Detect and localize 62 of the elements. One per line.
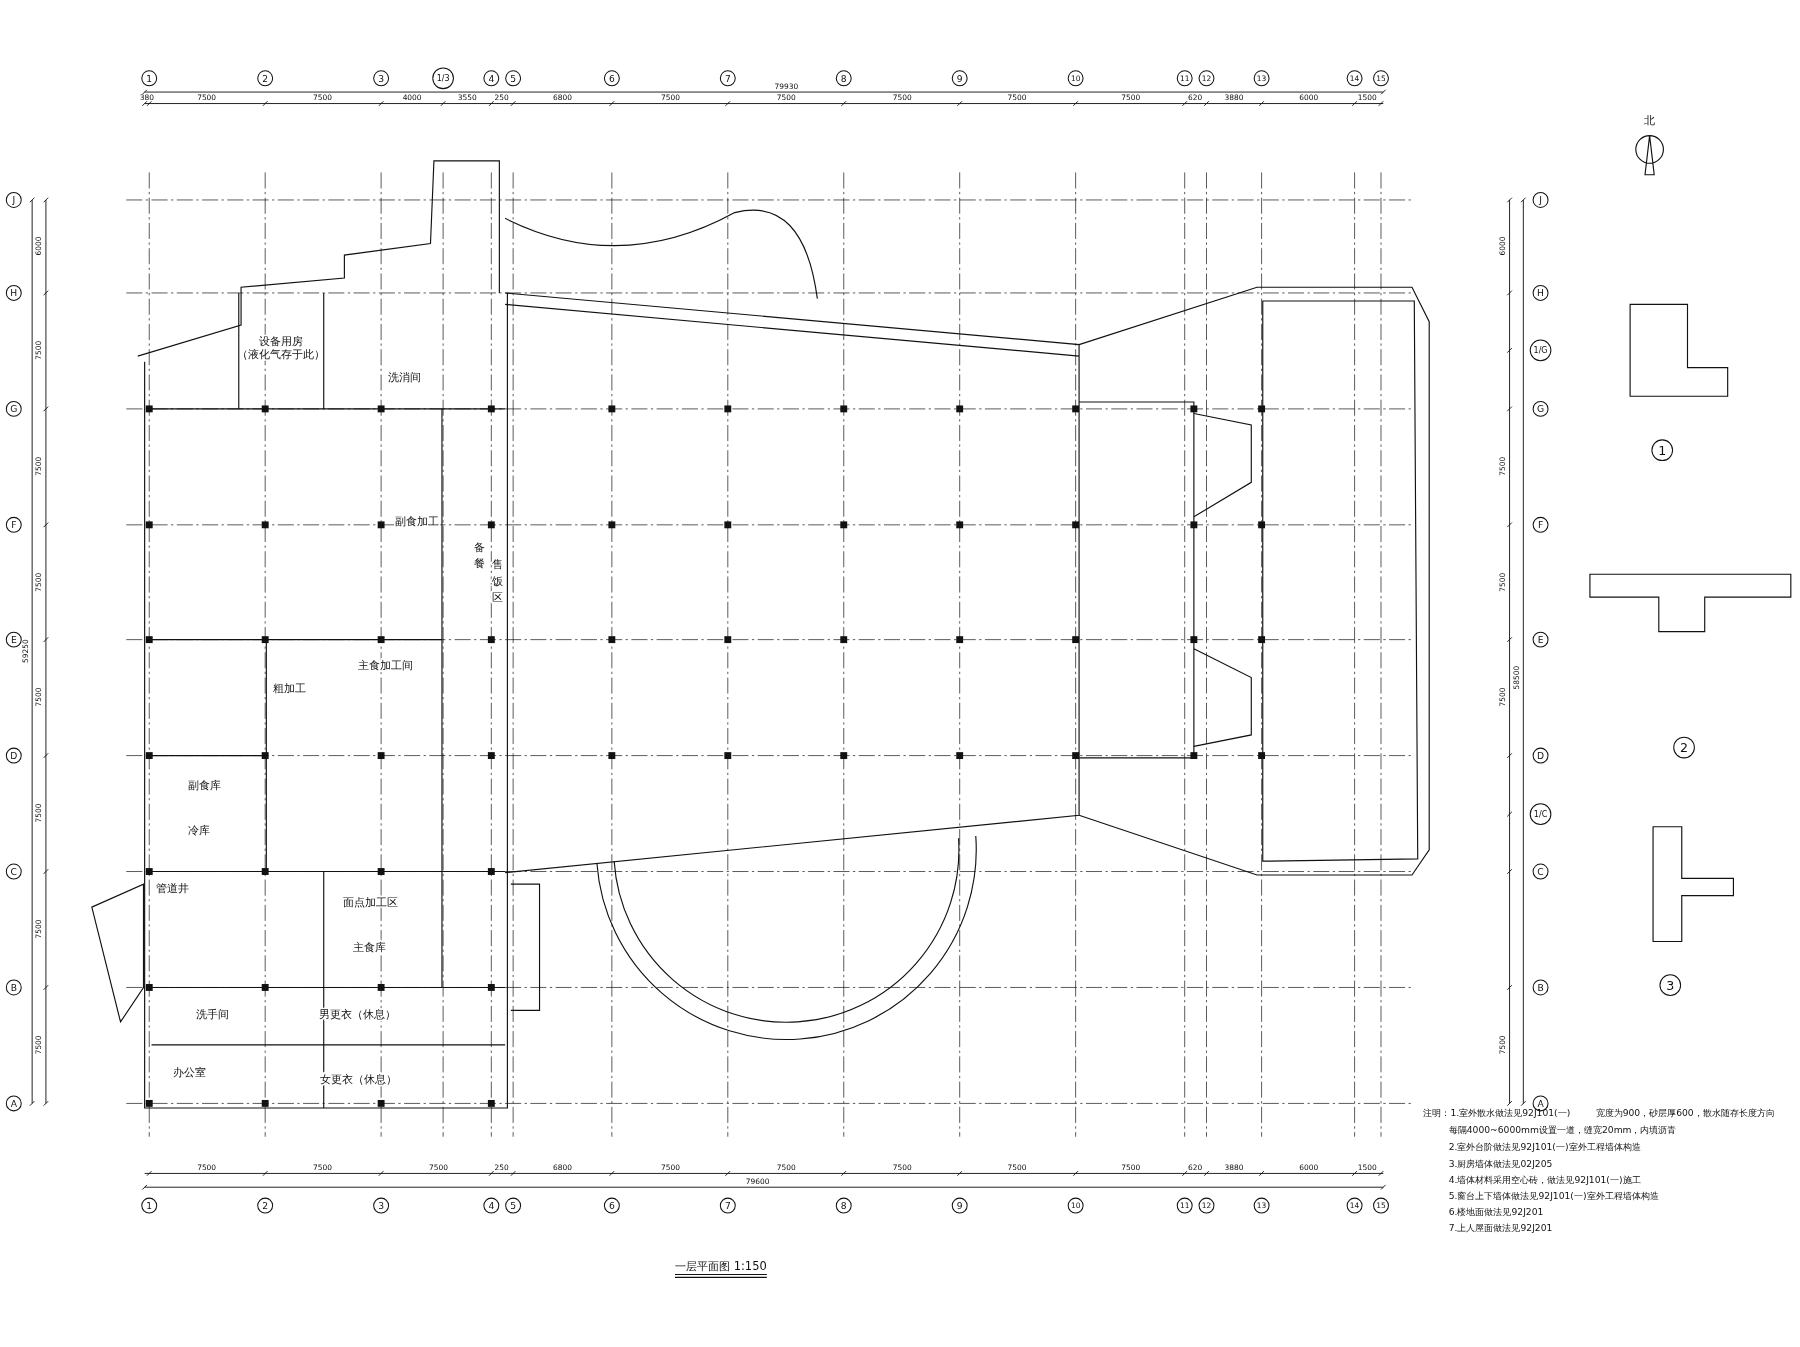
axis-bubble: 1 — [141, 70, 158, 87]
axis-bubble: 9 — [951, 70, 968, 87]
axis-bubble: E — [5, 631, 22, 648]
axis-bubble: J — [5, 192, 22, 208]
axis-bubble: 3 — [373, 70, 390, 87]
axis-bubble: 6 — [603, 1197, 620, 1214]
detail-number: 2 — [1673, 736, 1695, 759]
axis-bubble: F — [5, 516, 22, 533]
north-label: 北 — [1644, 113, 1656, 128]
axis-bubble: 8 — [835, 1197, 852, 1214]
axis-bubble: 6 — [603, 70, 620, 87]
axis-bubble: 5 — [505, 70, 522, 87]
axis-bubble: G — [1532, 400, 1549, 417]
room-label: 管道井 — [155, 881, 189, 896]
note-text: 2.室外台阶做法见92J101(一)室外工程墙体构造 — [1448, 1141, 1641, 1153]
room-label: 面点加工区 — [343, 894, 399, 909]
axis-bubble: 2 — [257, 70, 274, 87]
room-label: 粗加工 — [272, 681, 306, 696]
room-label: 洗消间 — [387, 370, 421, 385]
note-text: 4.墙体材料采用空心砖，做法见92J101(一)施工 — [1448, 1173, 1641, 1185]
axis-bubble: 4 — [483, 1197, 500, 1214]
axis-bubble: G — [5, 400, 22, 417]
note-text: 7.上人屋面做法见92J201 — [1448, 1221, 1553, 1233]
room-label: 副食库 — [187, 777, 221, 792]
room-label: 主食库 — [353, 939, 387, 954]
axis-bubble: 8 — [835, 70, 852, 87]
room-label: 办公室 — [172, 1064, 206, 1079]
axis-bubble: 1 — [141, 1197, 158, 1214]
axis-bubble: B — [5, 979, 22, 996]
room-label: 主食加工间 — [358, 658, 414, 673]
note-text: 宽度为900，砂层厚600，散水随存长度方向 — [1595, 1107, 1775, 1119]
axis-bubble: H — [5, 284, 22, 301]
axis-bubble: 7 — [719, 70, 736, 87]
note-text: 6.楼地面做法见92J201 — [1448, 1205, 1544, 1217]
axis-bubble: 7 — [719, 1197, 736, 1214]
axis-bubble: J — [1532, 192, 1549, 208]
axis-bubble: 4 — [483, 70, 500, 87]
axis-bubble: A — [5, 1095, 22, 1112]
note-text: 5.窗台上下墙体做法见92J101(一)室外工程墙体构造 — [1448, 1189, 1659, 1201]
room-label: 洗手间 — [195, 1007, 229, 1022]
axis-bubble: 5 — [505, 1197, 522, 1214]
detail-number: 3 — [1659, 974, 1682, 996]
axis-bubble: 2 — [257, 1197, 274, 1214]
room-label: 副食加工 — [394, 513, 439, 528]
axis-bubble: H — [1532, 284, 1549, 301]
note-text: 每隔4000~6000mm设置一道，缝宽20mm，内填沥青 — [1448, 1124, 1677, 1136]
room-label: 备餐 — [474, 540, 486, 571]
note-text: 3.厨房墙体做法见02J205 — [1448, 1157, 1553, 1169]
axis-bubble: D — [5, 747, 22, 764]
axis-bubble: C — [5, 863, 22, 880]
axis-bubble: D — [1532, 747, 1549, 764]
axis-bubble: B — [1532, 979, 1549, 996]
room-label: 冷库 — [187, 822, 210, 837]
axis-bubble: F — [1532, 516, 1549, 533]
room-label: 售饭区 — [491, 557, 503, 604]
axis-bubble: 3 — [373, 1197, 390, 1214]
detail-number: 1 — [1651, 439, 1674, 462]
axis-bubble: C — [1532, 863, 1549, 880]
drawing-title: 一层平面图 1:150 — [674, 1258, 768, 1278]
axis-bubble: 9 — [951, 1197, 968, 1214]
room-label: 设备用房（液化气存于此） — [237, 333, 326, 362]
axis-bubble: E — [1532, 631, 1549, 648]
